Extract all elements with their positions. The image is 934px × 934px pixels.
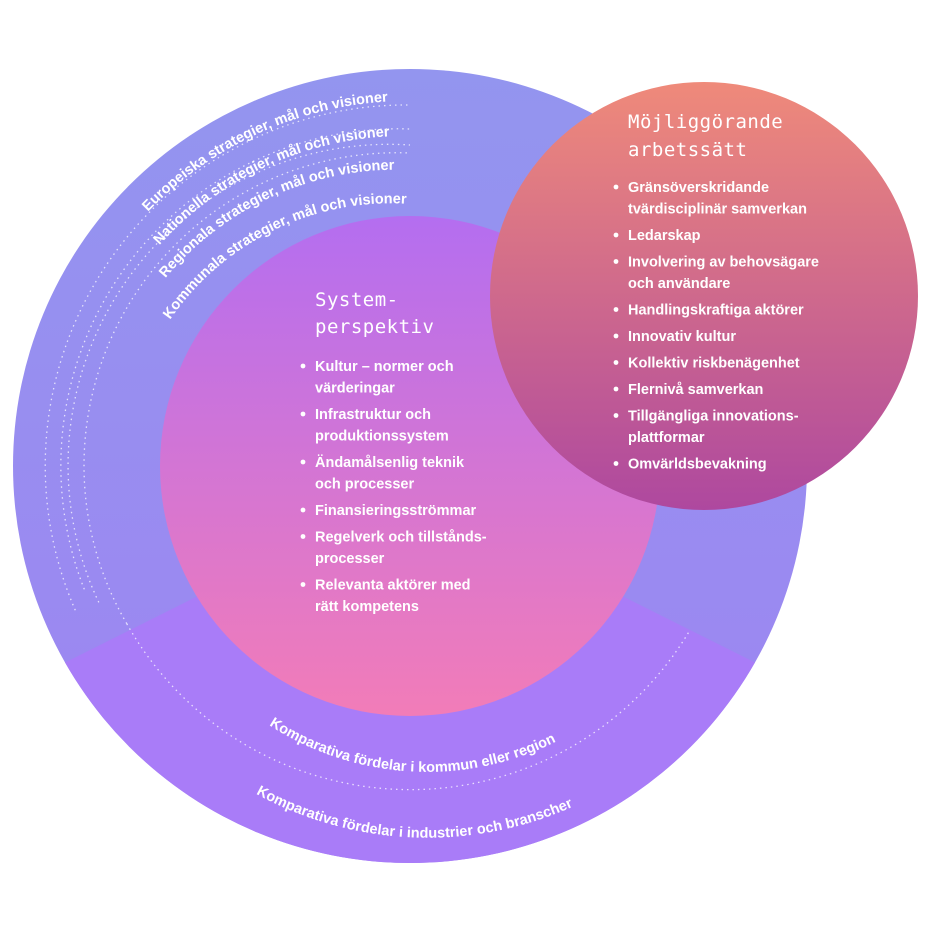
system-perspective-list: Kultur – normer och värderingarInfrastruk… xyxy=(300,359,487,615)
bullet-icon xyxy=(300,582,306,587)
enabling-title-line-1: Möjliggörande xyxy=(628,111,783,133)
enabling-ways-item-text: Ledarskap xyxy=(628,228,701,244)
enabling-ways-item-text: Innovativ kultur xyxy=(628,329,736,345)
system-perspective-item: Relevanta aktörer med rätt kompetens xyxy=(300,578,471,615)
bullet-icon xyxy=(613,184,619,190)
enabling-ways-item: Omvärldsbevakning xyxy=(613,457,767,473)
system-perspective-item-text: Ändamålsenlig teknik xyxy=(315,454,465,471)
enabling-ways-item: Innovativ kultur xyxy=(613,329,736,345)
system-perspective-item-text: rätt kompetens xyxy=(315,599,419,615)
bullet-icon xyxy=(613,413,619,418)
enabling-ways-item: Handlingskraftiga aktörer xyxy=(613,303,804,319)
bullet-icon xyxy=(300,363,306,369)
system-perspective-item-text: Finansieringsströmmar xyxy=(315,503,477,519)
bullet-icon xyxy=(613,232,619,238)
system-perspective-item-text: produktionssystem xyxy=(315,429,449,445)
enabling-ways-item-text: och användare xyxy=(628,276,730,292)
system-perspective-item-text: Regelverk och tillstånds- xyxy=(315,530,487,546)
enabling-ways-list: Gränsöverskridande tvärdisciplinär samver… xyxy=(613,180,819,473)
system-perspective-item-text: Kultur – normer och xyxy=(315,359,454,375)
level-separators xyxy=(44,104,691,791)
system-title-line-1: System- xyxy=(315,289,399,311)
enabling-ways-title: Möjliggörande arbetssätt xyxy=(628,111,783,161)
system-perspective-item-text: och processer xyxy=(315,477,414,493)
enabling-ways-item: Kollektiv riskbenägenhet xyxy=(613,356,800,372)
enabling-ways-item: Ledarskap xyxy=(613,228,701,244)
enabling-ways-item-text: Omvärldsbevakning xyxy=(628,457,767,473)
system-perspective-item: Infrastruktur och produktionssystem xyxy=(300,407,449,445)
enabling-ways-circle: Möjliggörande arbetssätt Gränsöverskrida… xyxy=(490,82,918,510)
enabling-ways-item-text: Handlingskraftiga aktörer xyxy=(628,303,804,319)
enabling-ways-item-text: Flernivå samverkan xyxy=(628,382,763,398)
enabling-ways-item: Gränsöverskridande tvärdisciplinär samver… xyxy=(613,180,807,218)
enabling-ways-item: Involvering av behovsägare och användare xyxy=(613,255,819,292)
enabling-ways-item-text: Kollektiv riskbenägenhet xyxy=(628,356,800,372)
bullet-icon xyxy=(613,461,619,466)
system-perspective-item: Ändamålsenlig teknik och processer xyxy=(300,454,465,493)
system-perspective-item-text: värderingar xyxy=(315,381,395,397)
enabling-ways-item-text: tvärdisciplinär samverkan xyxy=(628,202,807,218)
system-perspective-title: System- perspektiv xyxy=(315,289,434,338)
bullet-icon xyxy=(300,534,306,539)
system-perspective-item-text: processer xyxy=(315,551,385,567)
bullet-icon xyxy=(300,411,306,417)
enabling-ways-item: Tillgängliga innovations-plattformar xyxy=(613,409,799,446)
enabling-ways-item: Flernivå samverkan xyxy=(613,382,763,398)
bullet-icon xyxy=(613,259,619,264)
bullet-icon xyxy=(613,386,619,392)
system-perspective-item: Kultur – normer och värderingar xyxy=(300,359,454,397)
enabling-ways-item-text: plattformar xyxy=(628,430,705,446)
system-perspective-item-text: Infrastruktur och xyxy=(315,407,431,423)
bullet-icon xyxy=(613,307,619,312)
bullet-icon xyxy=(300,507,306,513)
bullet-icon xyxy=(300,459,306,465)
system-title-line-2: perspektiv xyxy=(315,316,434,338)
enabling-ways-item-text: Gränsöverskridande xyxy=(628,180,769,196)
bullet-icon xyxy=(613,360,619,365)
system-perspective-item: Regelverk och tillstånds-processer xyxy=(300,530,487,567)
system-perspective-item-text: Relevanta aktörer med xyxy=(315,578,471,594)
bullet-icon xyxy=(613,333,619,339)
system-perspective-item: Finansieringsströmmar xyxy=(300,503,477,519)
enabling-title-line-2: arbetssätt xyxy=(628,139,747,161)
enabling-ways-item-text: Involvering av behovsägare xyxy=(628,255,819,271)
enabling-ways-item-text: Tillgängliga innovations- xyxy=(628,409,799,425)
